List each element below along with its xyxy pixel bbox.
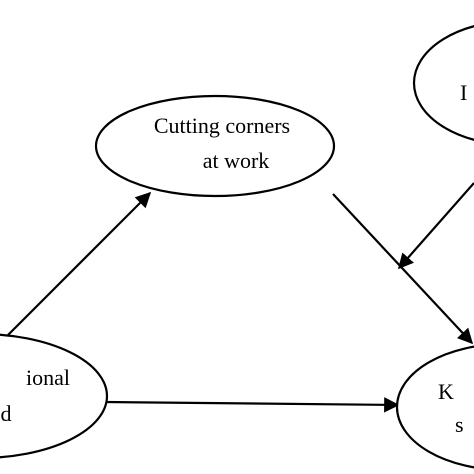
- node-cutting-corners-shape: [94, 94, 336, 198]
- edge-predictor-to-cutting-corners: [7, 191, 152, 336]
- node-predictor-label-line1: ional: [26, 365, 70, 390]
- node-predictor-label-line2: d: [1, 401, 12, 426]
- node-predictor: ional d: [0, 333, 109, 459]
- edge-predictor-to-outcome: [105, 397, 400, 413]
- node-predictor-shape: [0, 333, 109, 459]
- node-cutting-corners: Cutting corners at work: [94, 94, 336, 198]
- node-moderator-label-line1: I: [460, 80, 467, 105]
- edge-moderator-to-path: [397, 182, 474, 270]
- node-moderator-shape: [412, 25, 474, 141]
- node-outcome-label-line2: s: [455, 412, 464, 437]
- node-moderator: I: [412, 25, 474, 141]
- node-outcome-shape: [395, 345, 474, 469]
- node-outcome: K s: [395, 345, 474, 469]
- node-cutting-corners-label-line2: at work: [203, 148, 270, 173]
- node-cutting-corners-label-line1: Cutting corners: [154, 113, 290, 138]
- node-outcome-label-line1: K: [438, 379, 454, 404]
- edge-cutting-corners-to-outcome: [332, 193, 474, 345]
